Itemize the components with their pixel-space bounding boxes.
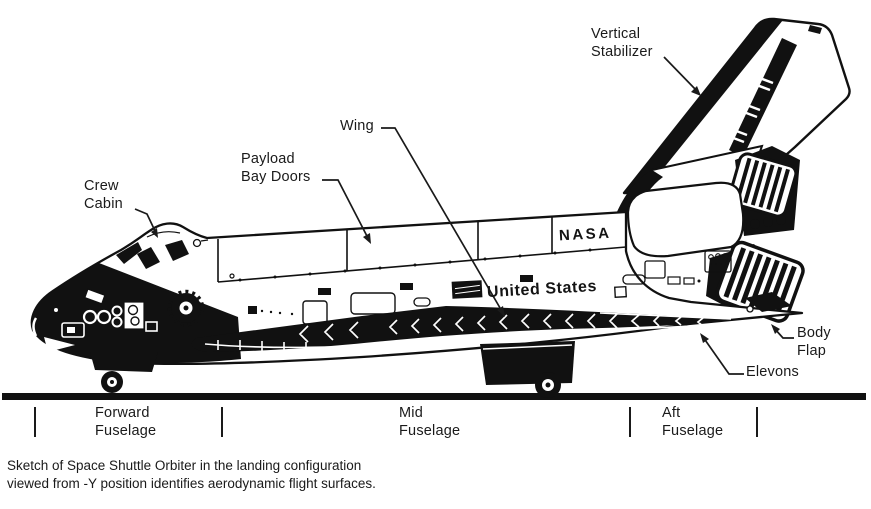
label-payload-bay-doors: Payload Bay Doors — [241, 151, 311, 185]
rcs-thruster-cog — [167, 289, 205, 327]
nose-landing-gear — [90, 352, 158, 393]
vertical-stabilizer-shape — [622, 17, 851, 195]
label-crew-cabin: Crew Cabin — [84, 178, 123, 212]
label-aft-fuselage: Aft Fuselage — [662, 405, 724, 439]
label-forward-fuselage: Forward Fuselage — [95, 405, 157, 439]
label-body-flap: Body Flap — [797, 325, 831, 359]
nose-panel-details — [84, 288, 145, 330]
leader-lines — [134, 56, 794, 375]
main-landing-gear — [480, 341, 575, 398]
label-mid-fuselage: Mid Fuselage — [399, 405, 461, 439]
label-vertical-stabilizer: Vertical Stabilizer — [591, 26, 653, 60]
figure-caption: Sketch of Space Shuttle Orbiter in the l… — [7, 458, 376, 491]
oms-pod — [626, 181, 745, 258]
payload-bay-doors-shape — [217, 212, 627, 283]
fuselage-panel-details — [229, 250, 732, 325]
wing-shape — [191, 306, 736, 352]
body-flap-hinge-dot — [746, 305, 754, 313]
fuselage-section-ticks — [34, 407, 758, 437]
ground-line — [2, 393, 866, 400]
label-elevons: Elevons — [746, 364, 799, 380]
label-wing: Wing — [340, 118, 374, 134]
aft-wedge — [745, 292, 792, 312]
cockpit-windows — [116, 231, 209, 269]
nasa-wordmark: NASA — [558, 224, 612, 245]
fin-fairing-stripe — [616, 170, 663, 214]
